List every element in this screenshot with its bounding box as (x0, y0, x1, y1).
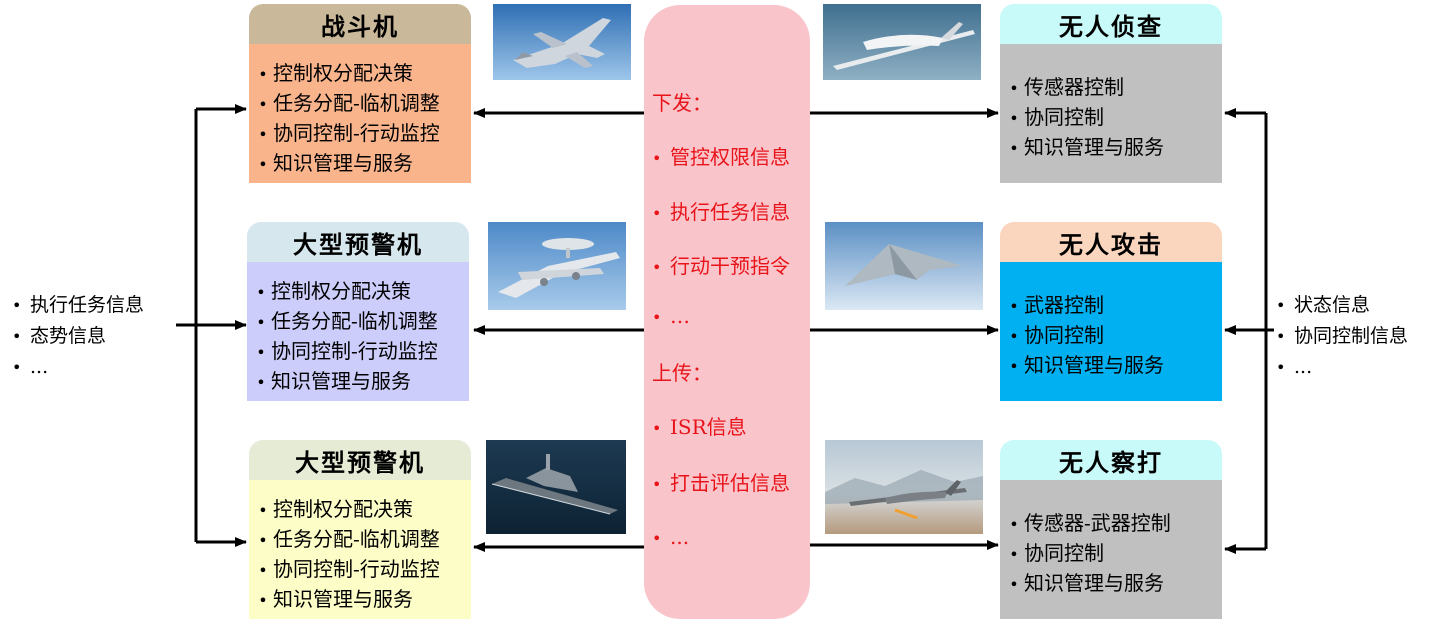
flying-wing-drone-photo (825, 222, 983, 310)
node-body: 控制权分配决策 任务分配-临机调整 协同控制-行动监控 知识管理与服务 (249, 480, 471, 619)
node-title: 无人攻击 (1000, 222, 1222, 262)
node-fighter: 战斗机 控制权分配决策 任务分配-临机调整 协同控制-行动监控 知识管理与服务 (249, 4, 471, 183)
node-item: 协同控制-行动监控 (253, 554, 471, 584)
center-channel: 下发： 管控权限信息 执行任务信息 行动干预指令 … 上传： ISR信息 打击评… (644, 5, 810, 619)
node-body: 武器控制 协同控制 知识管理与服务 (1000, 262, 1222, 401)
fighter-jet-photo (493, 4, 631, 80)
strike-drone-photo (825, 440, 983, 534)
uplink-heading: 上传： (652, 361, 712, 385)
node-recon: 无人侦查 传感器控制 协同控制 知识管理与服务 (1000, 4, 1222, 183)
node-item: 控制权分配决策 (253, 494, 471, 524)
node-item: 控制权分配决策 (253, 58, 471, 88)
left-info-list: 执行任务信息 态势信息 ... (12, 290, 144, 383)
node-body: 传感器控制 协同控制 知识管理与服务 (1000, 44, 1222, 183)
right-info-item: ... (1276, 352, 1408, 383)
node-item: 任务分配-临机调整 (253, 524, 471, 554)
node-ship: 大型预警机 控制权分配决策 任务分配-临机调整 协同控制-行动监控 知识管理与服… (249, 440, 471, 619)
downlink-item: … (652, 304, 690, 328)
node-item: 传感器控制 (1004, 72, 1222, 102)
uplink-item: 打击评估信息 (652, 467, 790, 496)
node-strike: 无人察打 传感器-武器控制 协同控制 知识管理与服务 (1000, 440, 1222, 619)
node-body: 传感器-武器控制 协同控制 知识管理与服务 (1000, 480, 1222, 619)
node-title: 无人察打 (1000, 440, 1222, 480)
node-attack: 无人攻击 武器控制 协同控制 知识管理与服务 (1000, 222, 1222, 401)
right-info-item: 状态信息 (1276, 290, 1408, 321)
node-body: 控制权分配决策 任务分配-临机调整 协同控制-行动监控 知识管理与服务 (249, 44, 471, 183)
node-item: 知识管理与服务 (1004, 350, 1222, 380)
downlink-heading: 下发： (652, 91, 712, 115)
node-item: 知识管理与服务 (253, 584, 471, 614)
downlink-item: 管控权限信息 (652, 141, 790, 170)
downlink-item: 执行任务信息 (652, 196, 790, 225)
right-info-item: 协同控制信息 (1276, 321, 1408, 352)
node-item: 任务分配-临机调整 (251, 306, 469, 336)
node-title: 无人侦查 (1000, 4, 1222, 44)
node-item: 协同控制 (1004, 538, 1222, 568)
downlink-item: 行动干预指令 (652, 250, 790, 279)
right-info-list: 状态信息 协同控制信息 ... (1276, 290, 1408, 383)
warship-photo (486, 440, 626, 534)
left-info-item: 态势信息 (12, 321, 144, 352)
node-item: 知识管理与服务 (253, 148, 471, 178)
node-item: 任务分配-临机调整 (253, 88, 471, 118)
left-info-item: 执行任务信息 (12, 290, 144, 321)
node-awacs: 大型预警机 控制权分配决策 任务分配-临机调整 协同控制-行动监控 知识管理与服… (247, 222, 469, 401)
node-title: 大型预警机 (247, 222, 469, 262)
node-item: 传感器-武器控制 (1004, 508, 1222, 538)
node-item: 知识管理与服务 (1004, 568, 1222, 598)
node-title: 大型预警机 (249, 440, 471, 480)
node-item: 协同控制-行动监控 (253, 118, 471, 148)
uplink-item: ... (652, 525, 689, 549)
node-item: 知识管理与服务 (1004, 132, 1222, 162)
node-title: 战斗机 (249, 4, 471, 44)
node-item: 协同控制 (1004, 320, 1222, 350)
node-item: 协同控制 (1004, 102, 1222, 132)
node-item: 控制权分配决策 (251, 276, 469, 306)
node-item: 协同控制-行动监控 (251, 336, 469, 366)
node-body: 控制权分配决策 任务分配-临机调整 协同控制-行动监控 知识管理与服务 (247, 262, 469, 401)
node-item: 武器控制 (1004, 290, 1222, 320)
recon-drone-photo (823, 4, 981, 80)
early-warning-aircraft-photo (488, 222, 626, 310)
left-info-item: ... (12, 352, 144, 383)
node-item: 知识管理与服务 (251, 366, 469, 396)
uplink-item: ISR信息 (652, 411, 747, 440)
